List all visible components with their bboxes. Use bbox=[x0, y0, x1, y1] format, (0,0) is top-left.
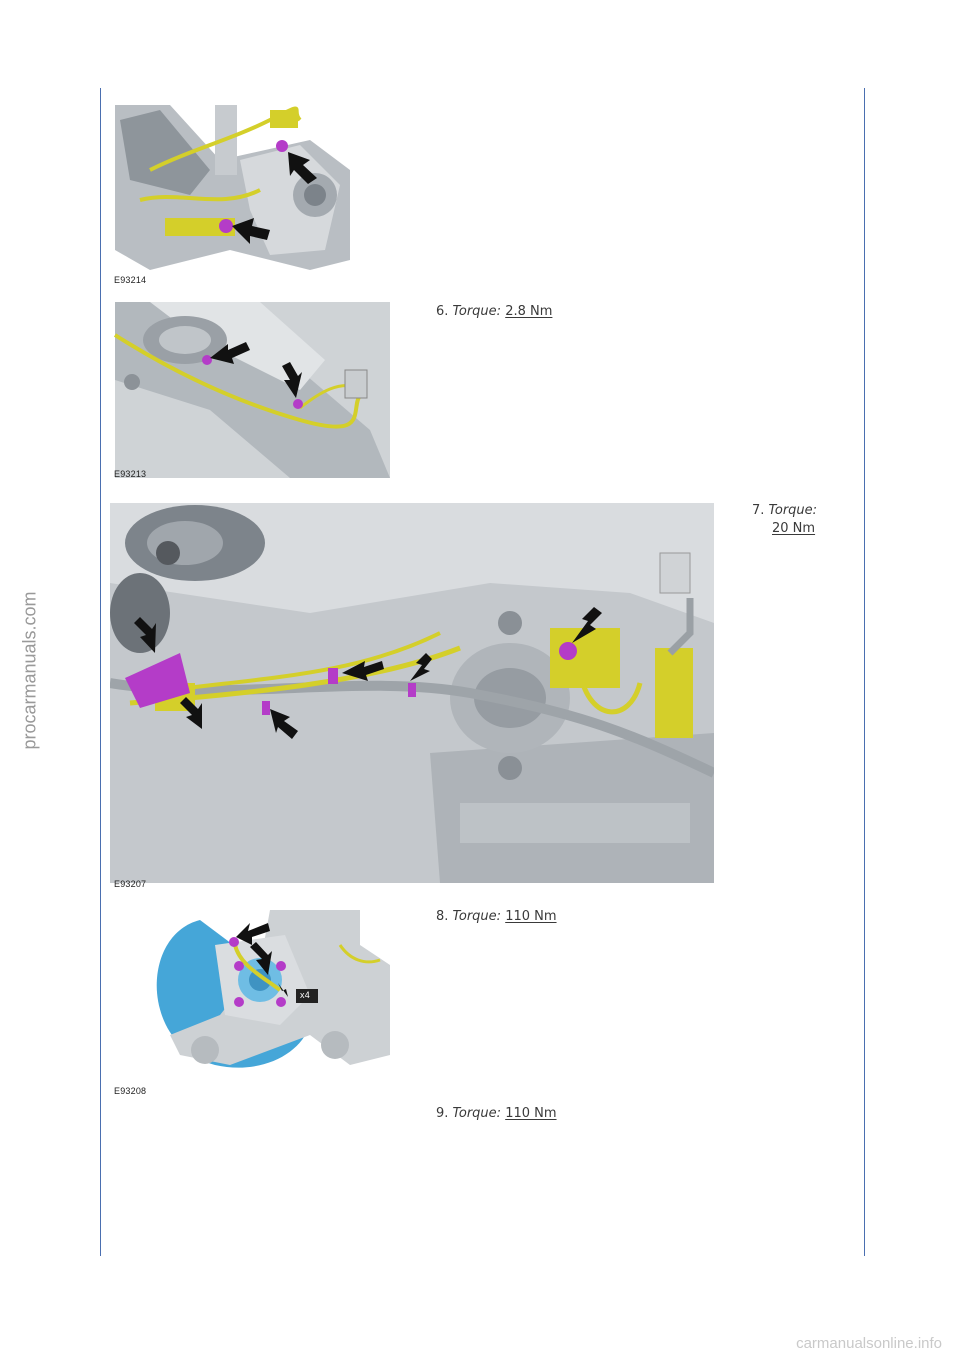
torque-label: Torque: bbox=[452, 909, 502, 924]
torque-label: Torque: bbox=[452, 1106, 502, 1121]
figure-code: E93208 bbox=[114, 1086, 147, 1096]
left-margin-rule bbox=[100, 88, 101, 1256]
step-7: 7. Torque: 20 Nm bbox=[752, 502, 817, 538]
figure-e93213-illustration bbox=[110, 300, 392, 484]
torque-value: 2.8 Nm bbox=[505, 304, 553, 319]
torque-value: 110 Nm bbox=[505, 909, 557, 924]
bottom-watermark: carmanualsonline.info bbox=[796, 1335, 942, 1352]
step-number: 7. bbox=[752, 503, 765, 518]
right-margin-rule bbox=[864, 88, 865, 1256]
figure-code: E93213 bbox=[114, 469, 147, 479]
torque-value: 20 Nm bbox=[772, 521, 816, 536]
figure-code: E93214 bbox=[114, 275, 147, 285]
figure-e93207-illustration bbox=[110, 503, 714, 895]
step-9: 9. Torque: 110 Nm bbox=[436, 1105, 557, 1123]
figure-e93208-illustration bbox=[110, 905, 398, 1101]
step-number: 9. bbox=[436, 1106, 449, 1121]
side-watermark: procarmanuals.com bbox=[19, 591, 40, 750]
figure-e93214-illustration bbox=[110, 100, 350, 290]
figure-e93207: E93207 bbox=[110, 503, 714, 895]
step-8: 8. Torque: 110 Nm bbox=[436, 908, 557, 926]
figure-code: E93207 bbox=[114, 879, 147, 889]
step-number: 6. bbox=[436, 304, 449, 319]
fastener-count-badge: x4 bbox=[300, 990, 310, 1000]
figure-e93214: E93214 bbox=[110, 100, 350, 290]
torque-value: 110 Nm bbox=[505, 1106, 557, 1121]
figure-e93213: E93213 bbox=[110, 300, 392, 484]
torque-label: Torque: bbox=[452, 304, 502, 319]
step-6: 6. Torque: 2.8 Nm bbox=[436, 303, 552, 321]
torque-label: Torque: bbox=[768, 503, 818, 518]
step-number: 8. bbox=[436, 909, 449, 924]
figure-e93208: x4 E93208 bbox=[110, 905, 398, 1101]
